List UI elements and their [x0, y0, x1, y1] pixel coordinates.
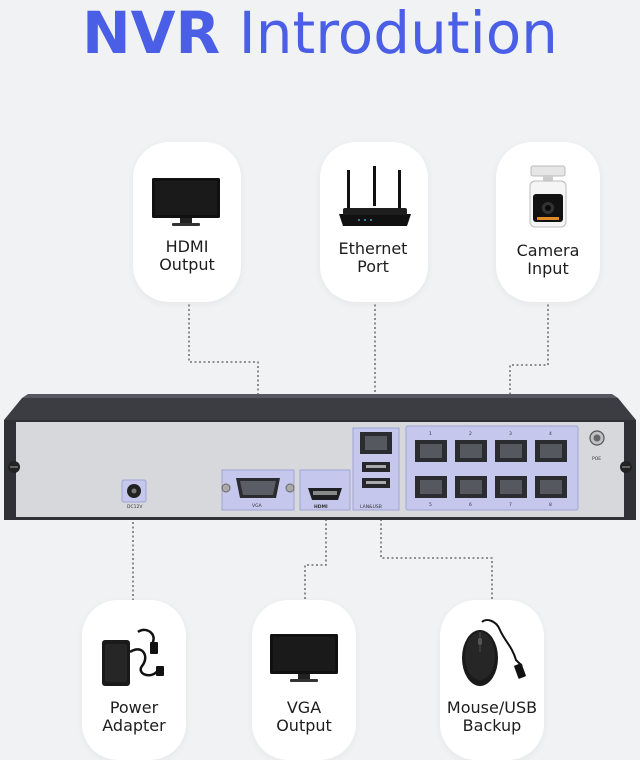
label-mouse-usb: Mouse/USB Backup — [446, 698, 538, 735]
port-number-4: 4 — [549, 431, 552, 437]
label-camera-input: Camera Input — [516, 241, 580, 278]
bubble-power-adapter — [82, 600, 186, 760]
port-number-5: 5 — [429, 502, 432, 508]
nvr-device: POE DC12V VGA HDMI LAN&USB 1 2 3 4 — [4, 394, 636, 520]
lan-usb-label: LAN&USB — [360, 504, 382, 510]
port-number-6: 6 — [469, 502, 472, 508]
bubble-mouse-usb — [440, 600, 544, 760]
poe-port-group — [415, 440, 567, 498]
label-ethernet-port: Ethernet Port — [338, 239, 408, 276]
label-hdmi-output: HDMI Output — [159, 237, 215, 274]
monitor-icon — [152, 178, 220, 226]
port-number-7: 7 — [509, 502, 512, 508]
dc-label: DC12V — [127, 504, 143, 510]
wire-vga-output — [304, 510, 327, 612]
title-bold: NVR — [82, 0, 221, 67]
port-number-2: 2 — [469, 431, 472, 437]
page-title: NVR Introdution — [0, 0, 640, 70]
label-vga-output: VGA Output — [276, 698, 332, 735]
poe-label: POE — [592, 456, 601, 462]
nvr-top-cover — [4, 398, 636, 420]
title-light: Introdution — [238, 0, 558, 67]
hdmi-label: HDMI — [314, 504, 328, 510]
camera-icon — [529, 165, 567, 228]
router-icon — [339, 166, 411, 226]
port-number-8: 8 — [549, 502, 552, 508]
vga-label: VGA — [252, 503, 263, 509]
mouse-icon — [462, 619, 526, 686]
port-number-3: 3 — [509, 431, 512, 437]
label-power-adapter: Power Adapter — [102, 698, 166, 735]
power-adapter-icon — [102, 628, 164, 686]
monitor-icon — [270, 634, 338, 682]
port-number-1: 1 — [429, 431, 432, 437]
wire-mouse-usb — [380, 510, 493, 612]
poe-port-numbers: 1 2 3 4 5 6 7 8 — [429, 431, 552, 508]
